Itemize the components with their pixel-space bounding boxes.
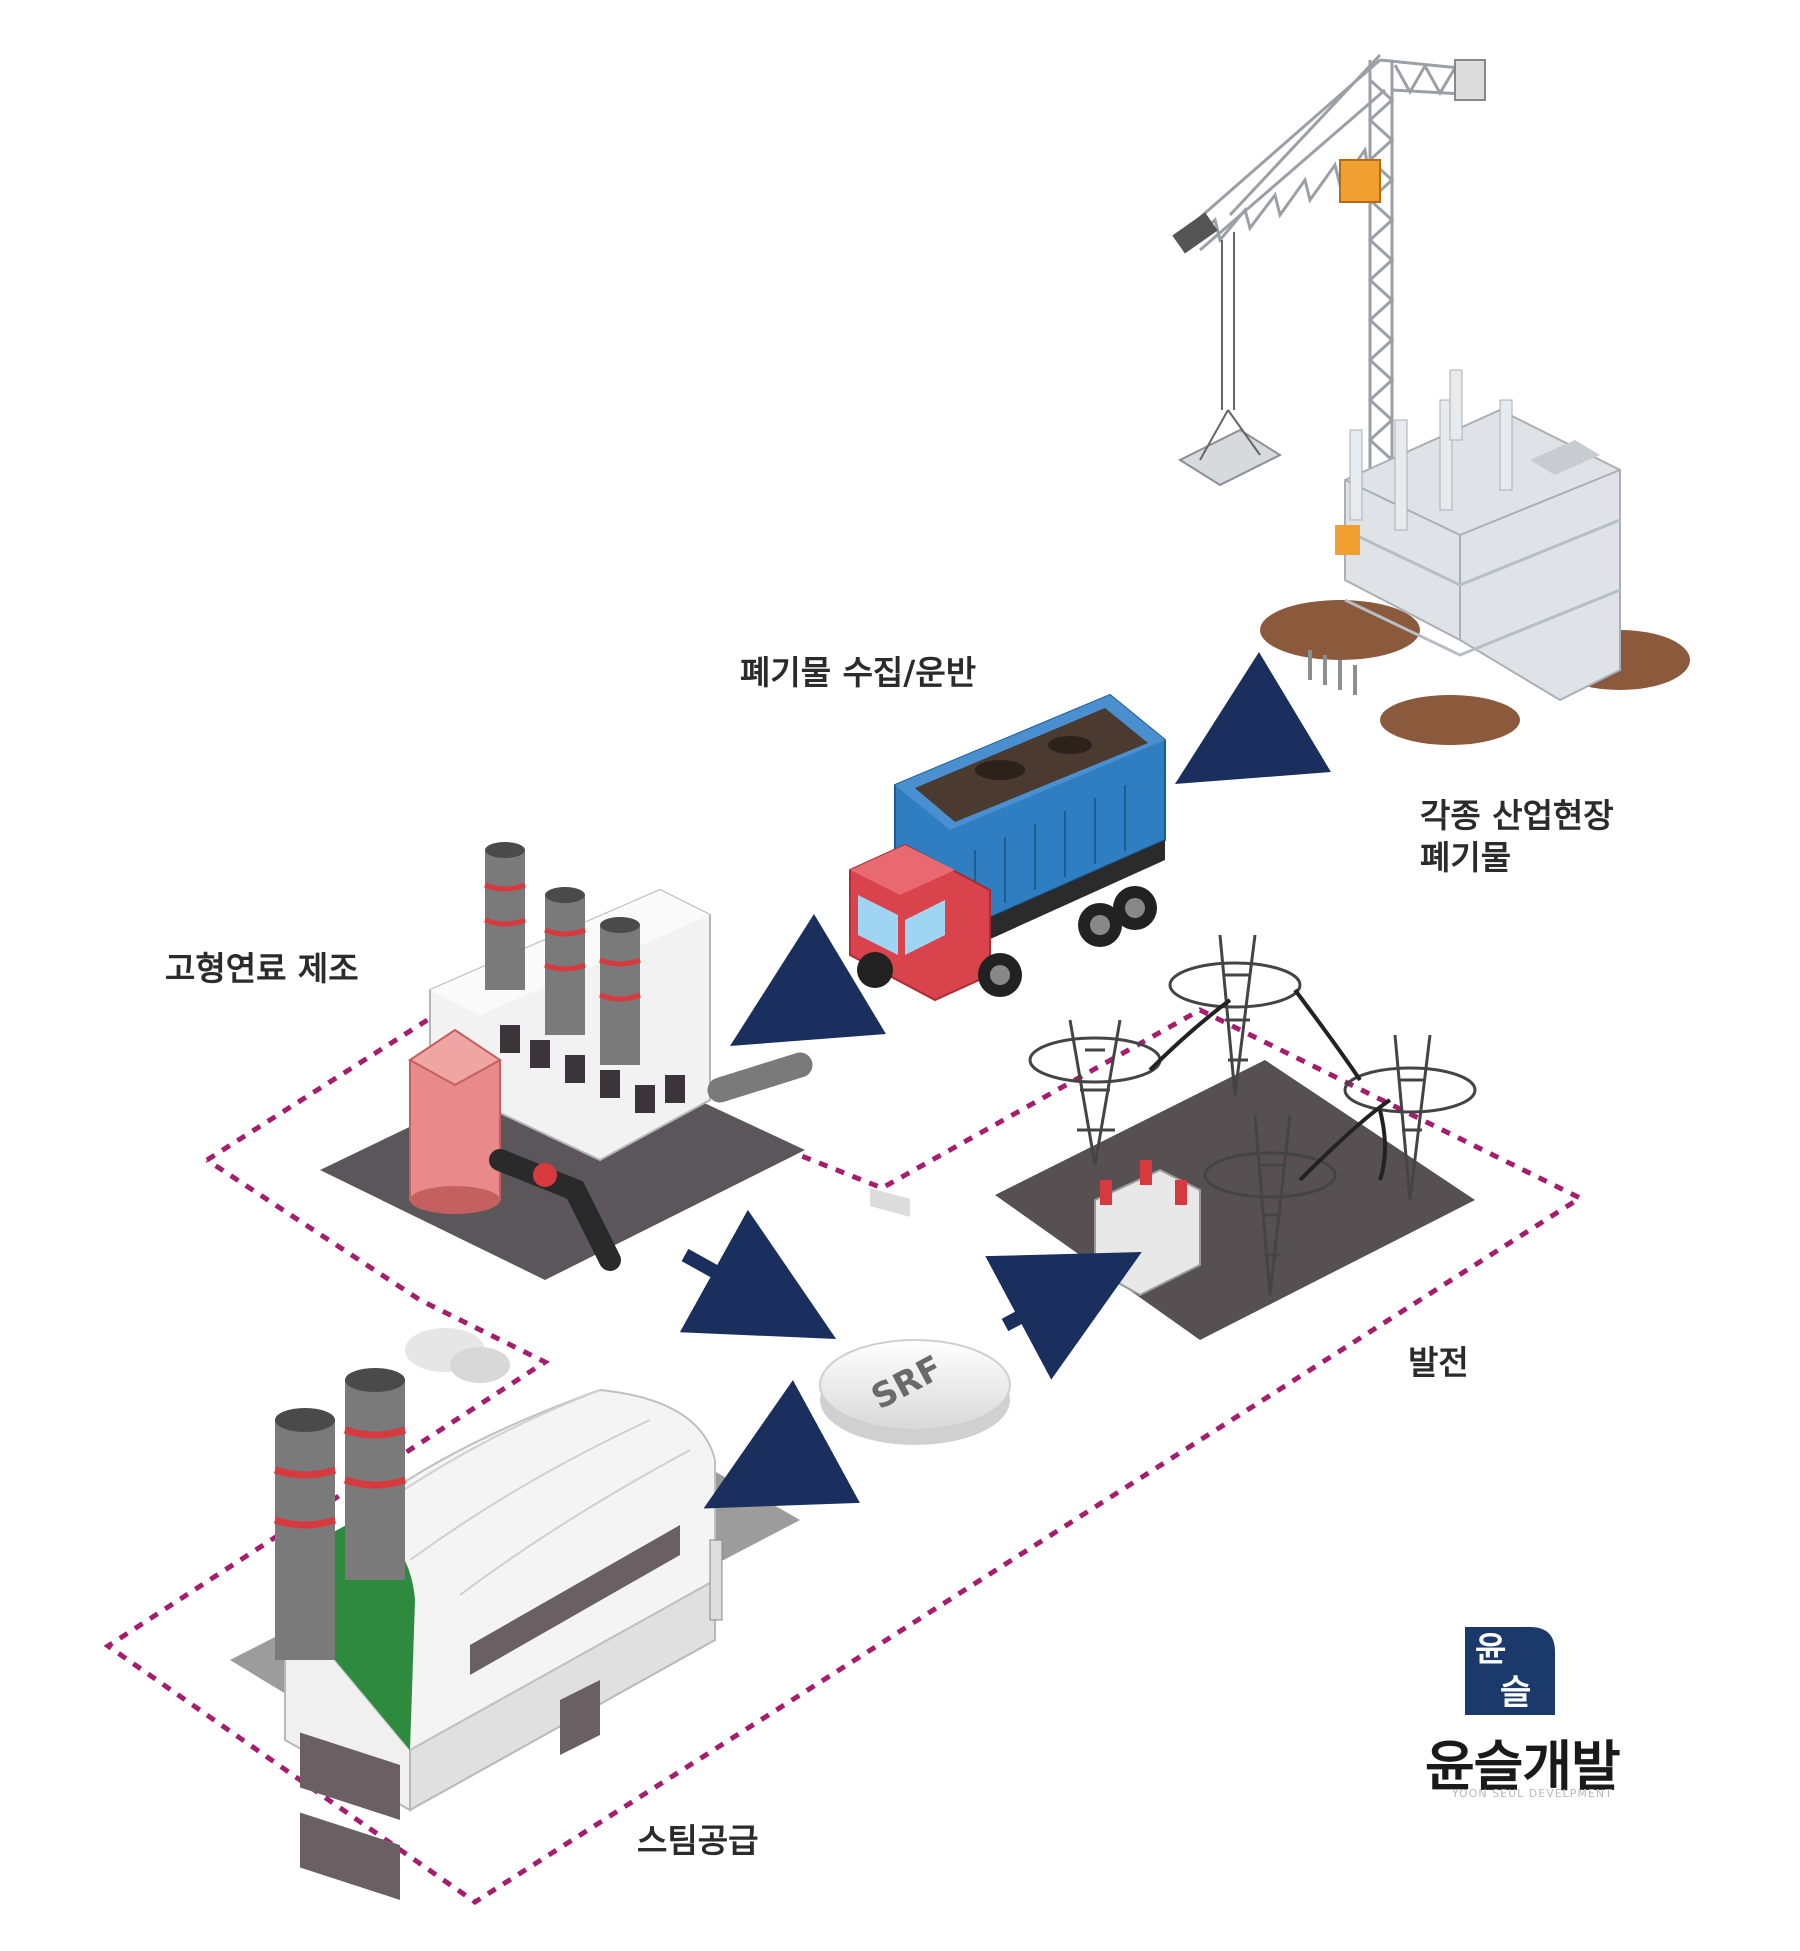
arrow-to-truck <box>1174 651 1332 785</box>
srf-pellet-icon <box>819 1339 1011 1445</box>
brand-subtitle: YOON SEUL DEVELPMENT <box>1452 1787 1613 1800</box>
label-steam-supply: 스팀공급 <box>637 1821 759 1860</box>
power-station-icon <box>995 934 1477 1340</box>
steam-plant-icon <box>230 1328 800 1900</box>
brand-logo-glyph-bottom: 슬 <box>1500 1673 1532 1713</box>
dotted-process-border <box>103 1007 1586 1906</box>
factory-chimneys <box>484 842 641 1065</box>
label-collection: 폐기물 수집/운반 <box>740 653 977 692</box>
arrow-srf-to-steam <box>703 1380 860 1509</box>
dump-truck-icon <box>849 693 1166 1217</box>
label-power-generation: 발전 <box>1408 1343 1469 1382</box>
brand-logo-glyph-top: 윤 <box>1475 1630 1507 1670</box>
arrow-factory-to-srf <box>679 1209 837 1339</box>
label-waste-source: 각종 산업현장 <box>1420 796 1614 835</box>
building-under-construction-icon <box>1260 369 1690 745</box>
brand-name: 윤슬개발 <box>1425 1735 1621 1798</box>
label-fuel-manufacture: 고형연료 제조 <box>165 949 359 988</box>
construction-crane-icon <box>1172 53 1486 490</box>
flow-arrows <box>679 651 1332 1509</box>
label-waste-source-line2: 폐기물 <box>1420 838 1512 877</box>
srf-factory-icon <box>320 842 813 1280</box>
arrow-to-factory <box>729 913 887 1047</box>
arrow-srf-to-power <box>985 1252 1142 1380</box>
brand-logo-icon <box>1465 1627 1555 1715</box>
